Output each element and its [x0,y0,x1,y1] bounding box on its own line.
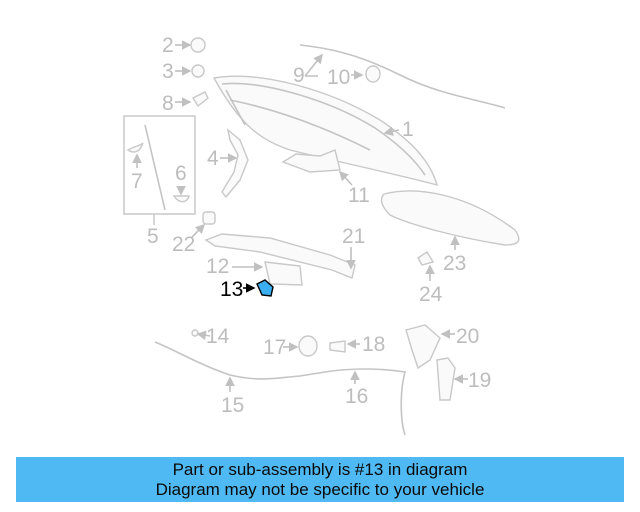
handle-part-17[interactable] [298,335,318,357]
svg-text:21: 21 [342,225,365,248]
hinge-part-4[interactable] [221,128,249,199]
svg-text:5: 5 [147,225,159,248]
handle-part-19[interactable] [436,357,456,401]
svg-text:13: 13 [220,278,243,301]
bumper-part-22[interactable] [202,211,216,225]
svg-text:9: 9 [293,64,305,87]
parts-diagram: 1 2 3 4 5 6 7 8 9 10 11 12 13 14 15 16 1… [123,34,520,436]
support-part-21[interactable] [204,233,356,279]
clip-part-24[interactable] [417,251,435,266]
support-rod-part-5[interactable] [144,124,166,211]
highlighted-part-13[interactable] [256,279,274,297]
bumper-part-3[interactable] [191,64,205,78]
svg-text:1: 1 [402,118,414,141]
grommet-part-18[interactable] [329,340,346,353]
svg-text:17: 17 [263,336,286,359]
hood-part-1[interactable] [212,75,439,186]
svg-text:3: 3 [162,60,174,83]
svg-text:16: 16 [345,385,368,408]
bumper-part-10[interactable] [365,65,381,83]
svg-text:23: 23 [443,252,466,275]
svg-text:14: 14 [206,325,230,348]
svg-text:6: 6 [175,162,187,185]
svg-text:8: 8 [162,92,174,115]
clip-part-14[interactable] [191,329,199,337]
svg-text:19: 19 [468,369,491,392]
svg-text:15: 15 [221,394,244,417]
banner-disclaimer: Diagram may not be specific to your vehi… [155,480,485,499]
svg-text:11: 11 [348,184,370,207]
info-banner: Part or sub-assembly is #13 in diagram D… [16,457,624,502]
svg-text:12: 12 [206,255,229,278]
release-cable-part-15-16[interactable] [154,341,407,436]
bracket-part-20[interactable] [405,324,441,370]
svg-text:22: 22 [172,233,195,256]
clip-part-7[interactable] [126,142,144,153]
insulator-part-23[interactable] [380,190,520,246]
banner-part-info: Part or sub-assembly is #13 in diagram [172,460,468,479]
svg-text:18: 18 [362,333,385,356]
bumper-part-2[interactable] [190,37,206,53]
svg-text:24: 24 [419,283,443,306]
svg-text:7: 7 [131,170,143,193]
svg-text:20: 20 [456,325,479,348]
support-rod-group-box [123,115,196,215]
bolt-part-8[interactable] [191,91,209,108]
latch-part-11[interactable] [281,149,341,173]
svg-text:2: 2 [162,34,174,57]
latch-part-12[interactable] [264,261,303,286]
clip-part-6[interactable] [172,195,190,203]
svg-text:10: 10 [327,66,350,89]
svg-text:4: 4 [207,147,219,170]
